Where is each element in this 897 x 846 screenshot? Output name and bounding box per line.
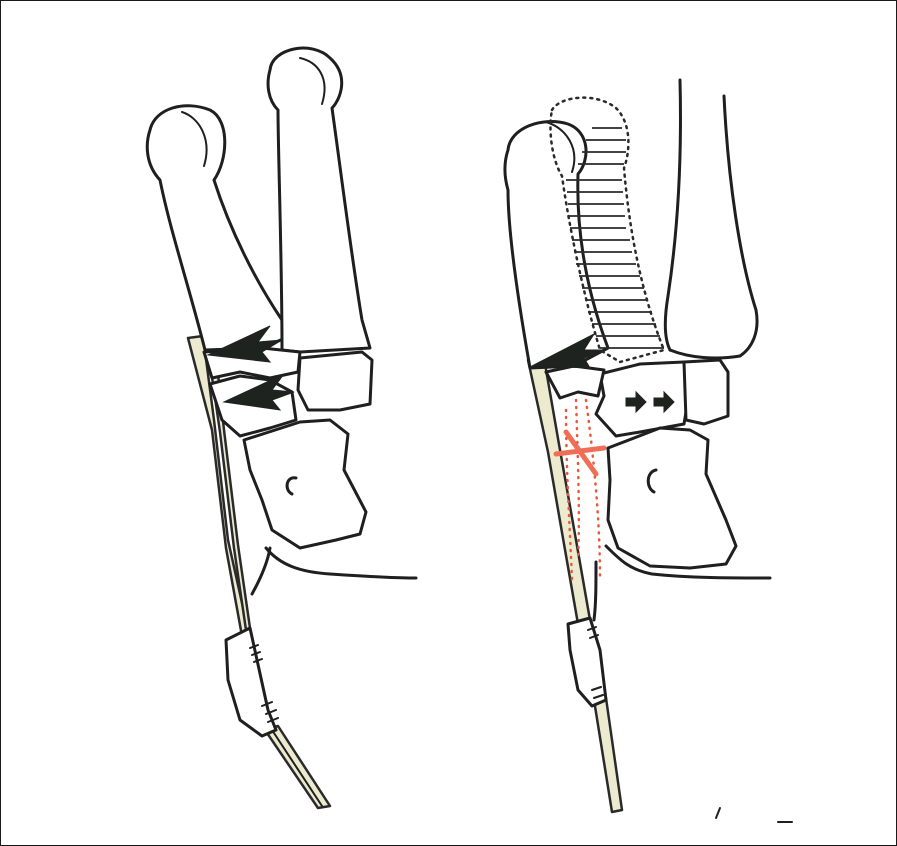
left-wrist-contour-inner [252, 548, 270, 594]
right-hamate [608, 428, 736, 568]
right-carpal-c [546, 366, 604, 398]
left-wrist-illustration [147, 48, 416, 808]
right-tendon-lower [594, 698, 622, 812]
right-long-bone-base [670, 350, 740, 358]
right-wrist-contour-inner [594, 562, 596, 620]
left-tendon-lower-line [272, 730, 322, 806]
left-wrist-contour [266, 548, 416, 578]
left-carpal-b [298, 352, 372, 410]
right-tendon-sheath [568, 618, 606, 706]
right-carpal-b [684, 360, 728, 424]
left-hamate [244, 420, 366, 548]
background-speck [716, 808, 720, 818]
right-wrist-illustration [505, 80, 770, 812]
right-first-digit [505, 122, 608, 368]
red-dotted-ligament-2 [586, 400, 600, 580]
left-first-digit [147, 106, 290, 350]
right-long-bone-right-edge [724, 96, 757, 356]
left-tendon-sheath [226, 628, 276, 736]
left-second-digit [268, 48, 370, 352]
right-long-bone-left-edge [665, 80, 680, 350]
